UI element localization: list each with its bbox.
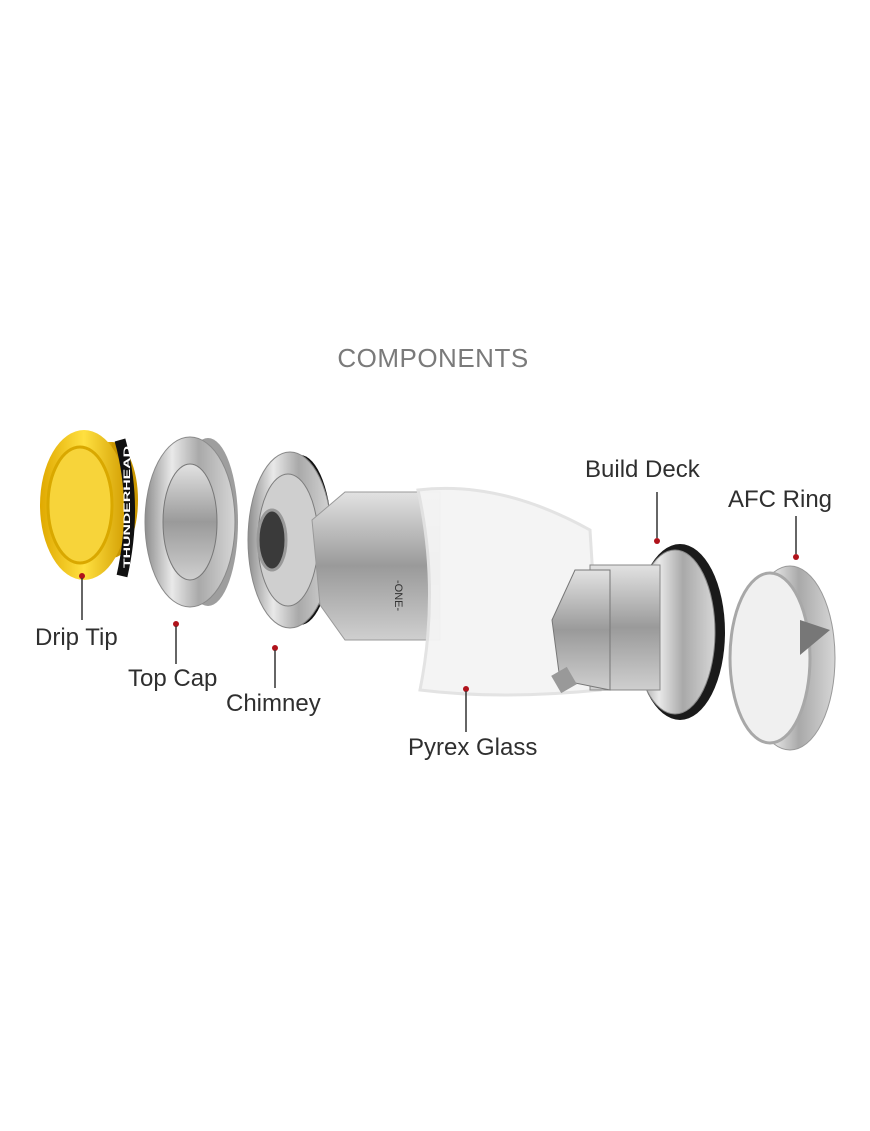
- afc-ring-part: [728, 565, 836, 751]
- build-deck-part: [551, 544, 725, 720]
- page-title: COMPONENTS: [337, 343, 529, 373]
- drip-tip-brand: THUNDERHEAD: [122, 445, 132, 568]
- pyrex-glass-part: [416, 486, 602, 697]
- label-chimney: Chimney: [226, 690, 321, 717]
- label-drip-tip: Drip Tip: [35, 624, 118, 651]
- label-top-cap: Top Cap: [128, 665, 218, 692]
- top-cap-part: [144, 436, 238, 608]
- label-afc-ring: AFC Ring: [728, 486, 833, 513]
- tank-logo: -ONE-: [392, 580, 404, 612]
- leader-drip-tip: [79, 573, 85, 620]
- label-build-deck: Build Deck: [585, 456, 700, 483]
- drip-tip-part: THUNDERHEAD: [40, 430, 138, 580]
- leader-afc-ring: [793, 516, 799, 560]
- label-pyrex-glass: Pyrex Glass: [408, 734, 538, 761]
- leader-pyrex-glass: [463, 686, 469, 732]
- leader-top-cap: [173, 621, 179, 664]
- chimney-part: [247, 451, 333, 629]
- leader-build-deck: [654, 492, 660, 544]
- leader-chimney: [272, 645, 278, 688]
- tank-section-part: -ONE-: [311, 491, 441, 641]
